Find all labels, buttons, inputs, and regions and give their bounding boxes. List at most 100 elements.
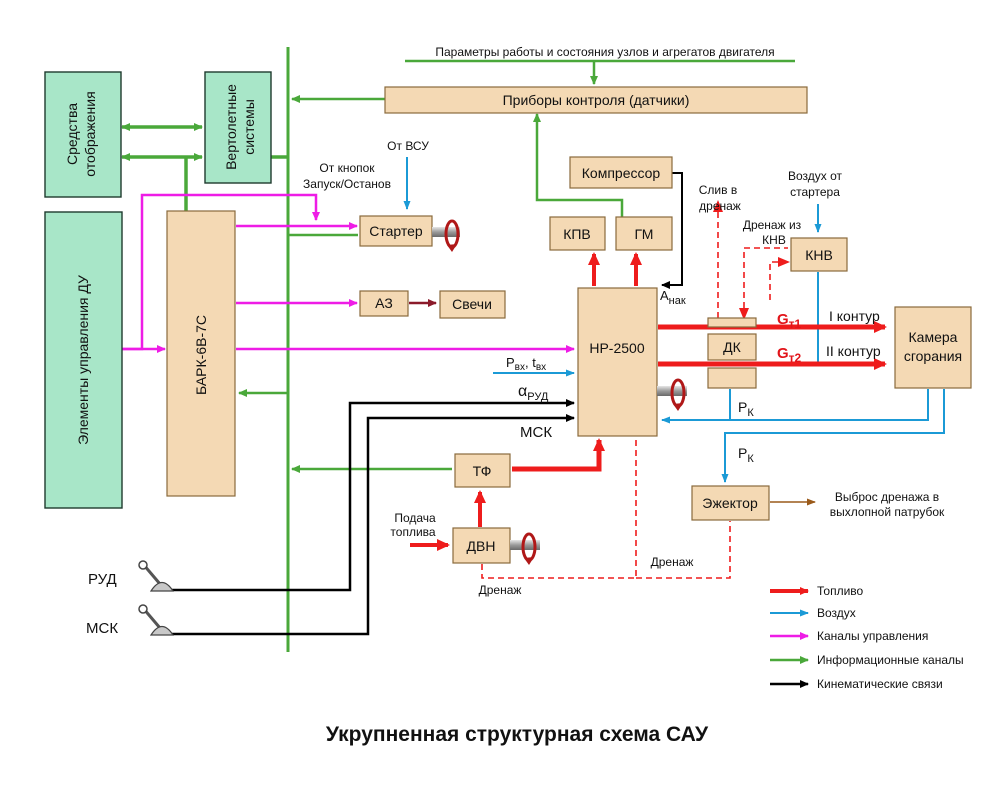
dvn-label: ДВН <box>467 538 496 554</box>
legend-label: Топливо <box>817 584 864 598</box>
msk-label: МСК <box>86 620 118 637</box>
knv-label: КНВ <box>805 247 833 263</box>
kontur2-label: II контур <box>826 343 881 359</box>
starter-rotation-icon <box>432 219 460 252</box>
drenazh-knv-label-1: Дренаж из <box>743 218 802 232</box>
vertolet-label-2: системы <box>241 99 257 155</box>
diagram-title: Укрупненная структурная схема САУ <box>326 723 709 746</box>
dk-body <box>707 333 757 361</box>
block-tf: ТФ <box>454 453 511 488</box>
legend: Топливо Воздух Каналы управления Информа… <box>770 584 964 691</box>
block-knv: КНВ <box>790 237 848 272</box>
block-pribory: Приборы контроля (датчики) <box>384 86 808 114</box>
block-vertolet: Вертолетные системы <box>204 71 272 184</box>
knv-drain-arrowhead-2 <box>778 257 790 267</box>
tf-to-nr <box>512 438 605 472</box>
legend-item-kinematic: Кинематические связи <box>770 677 943 691</box>
gt2-label: Gт2 <box>777 345 802 365</box>
block-elementy: Элементы управления ДУ <box>44 211 123 509</box>
block-gm: ГМ <box>615 216 673 251</box>
sredstva-label-2: отображения <box>82 91 98 176</box>
podacha-label-2: топлива <box>390 525 435 539</box>
elementy-label: Элементы управления ДУ <box>75 275 91 445</box>
podacha-label-1: Подача <box>394 511 436 525</box>
tf-label: ТФ <box>473 463 492 479</box>
legend-item-fuel: Топливо <box>770 584 864 598</box>
az-label: АЗ <box>375 295 393 311</box>
air-lines <box>403 157 945 483</box>
control-lines <box>122 193 575 353</box>
dk-drain-arrowhead <box>713 200 723 212</box>
alpha-rud-label: αРУД <box>518 383 549 403</box>
vybros-label-1: Выброс дренажа в <box>835 490 939 504</box>
legend-label: Каналы управления <box>817 629 928 643</box>
block-az: АЗ <box>359 290 409 317</box>
kompressor-to-nr <box>661 172 683 289</box>
block-ezhektor: Эжектор <box>691 485 770 521</box>
svechi-label: Свечи <box>452 296 492 312</box>
legend-label: Кинематические связи <box>817 677 943 691</box>
pk1-label: PК <box>738 399 754 419</box>
gm-to-pribory <box>533 113 624 217</box>
pk-to-ezhektor <box>721 389 945 483</box>
kpv-label: КПВ <box>563 226 591 242</box>
dk-bottom-plate <box>707 367 757 389</box>
msk-nr-label: МСК <box>520 424 552 441</box>
legend-item-air: Воздух <box>770 606 856 620</box>
drenazh-knv-label-2: КНВ <box>762 233 786 247</box>
dvn-rotation-icon <box>510 532 540 565</box>
vozduh-label-2: стартера <box>790 185 840 199</box>
block-nr2500: НР-2500 <box>577 287 658 437</box>
pk-to-nr <box>661 389 929 424</box>
gt1-label: Gт1 <box>777 311 802 331</box>
kinematic-lines <box>153 172 683 636</box>
legend-item-control: Каналы управления <box>770 629 928 643</box>
pribory-label: Приборы контроля (датчики) <box>503 92 690 108</box>
msk-lever-icon <box>138 604 175 636</box>
block-dvn: ДВН <box>452 527 511 564</box>
drain-to-ezhektor <box>636 521 731 579</box>
sredstva-label-1: Средства <box>64 103 80 165</box>
legend-label: Информационные каналы <box>817 653 964 667</box>
sliv-label-1: Слив в <box>699 183 737 197</box>
parametry-label: Параметры работы и состояния узлов и агр… <box>435 45 774 59</box>
pvx-tvx-label: Pвх, tвх <box>506 355 546 373</box>
gm-label: ГМ <box>635 226 654 242</box>
block-svechi: Свечи <box>439 290 506 319</box>
pk2-label: PК <box>738 445 754 465</box>
legend-item-info: Информационные каналы <box>770 653 964 667</box>
ot-knopok-label-1: От кнопок <box>319 161 375 175</box>
block-starter: Стартер <box>359 215 433 247</box>
vozduh-label-1: Воздух от <box>788 169 843 183</box>
block-bark: БАРК-6В-7С <box>166 210 236 497</box>
legend-label: Воздух <box>817 606 856 620</box>
block-kamera: Камера сгорания <box>894 306 972 389</box>
nr-rotation-icon <box>657 378 687 411</box>
rud-lever-icon <box>138 560 175 592</box>
ezhektor-label: Эжектор <box>702 495 758 511</box>
block-sredstva: Средства отображения <box>44 71 122 198</box>
sliv-label-2: дренаж <box>699 199 741 213</box>
knv-drain-2 <box>769 261 788 300</box>
vybros-label-2: выхлопной патрубок <box>830 505 945 519</box>
nr2500-label: НР-2500 <box>589 340 644 356</box>
kamera-label-2: сгорания <box>904 348 962 364</box>
vertolet-label-1: Вертолетные <box>223 84 239 170</box>
drain-bottom <box>481 440 637 579</box>
drenazh-label-1: Дренаж <box>651 555 694 569</box>
kompressor-label: Компрессор <box>582 165 661 181</box>
kontur1-label: I контур <box>829 308 880 324</box>
block-kpv: КПВ <box>549 216 606 251</box>
ot-vsu-label: От ВСУ <box>387 139 429 153</box>
drenazh-label-2: Дренаж <box>479 583 522 597</box>
fuel-lines <box>410 252 887 551</box>
knv-drain <box>743 247 788 318</box>
ot-knopok-label-2: Запуск/Останов <box>303 177 391 191</box>
block-kompressor: Компрессор <box>569 156 673 189</box>
a-nak-label: Анак <box>660 288 686 307</box>
kamera-label-1: Камера <box>909 329 958 345</box>
block-dk: ДК <box>707 317 757 389</box>
starter-label: Стартер <box>369 223 423 239</box>
dk-top-plate <box>707 317 757 328</box>
